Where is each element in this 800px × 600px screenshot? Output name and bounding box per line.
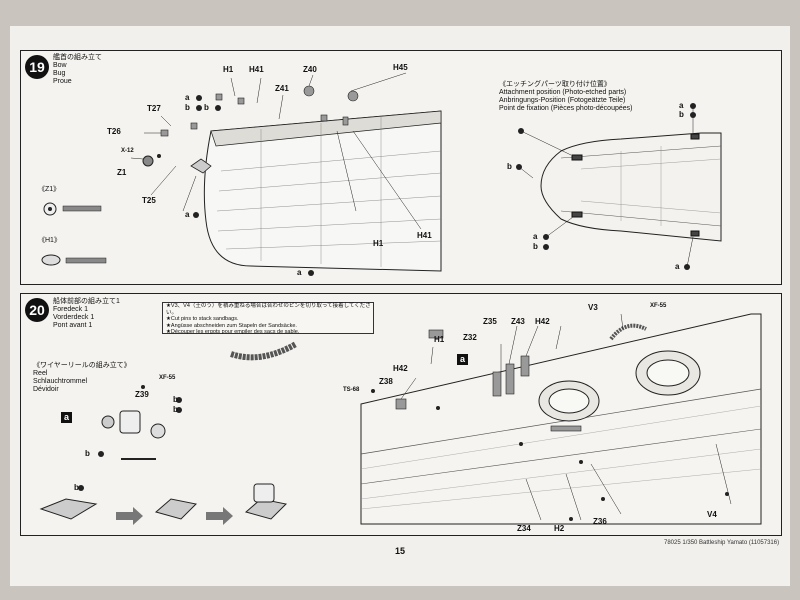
part-label: b	[185, 103, 190, 112]
reel-title-de: Schlauchtrommel	[33, 378, 88, 385]
attach-note-de: Anbringungs-Position (Fotogeätzte Teile)	[499, 97, 626, 104]
part-label: H45	[393, 63, 408, 72]
step-number-badge: 19	[25, 55, 49, 79]
part-label: V4	[707, 510, 717, 519]
step-title-jp: 艦首の組み立て	[53, 54, 102, 61]
step-title-fr: Proue	[53, 78, 72, 85]
part-label: XF-55	[159, 375, 176, 381]
step-number-badge: 20	[25, 298, 49, 322]
note-line: ★V3、V4（土のう）を積み重ねる場合は合わせのピンを切り取って接着してください…	[166, 303, 371, 316]
reel-title-en: Reel	[33, 370, 48, 377]
part-label: b	[507, 162, 512, 171]
page-number: 15	[395, 546, 406, 556]
bow-assembly-drawing	[41, 72, 722, 276]
step-title-jp: 船体前部の組み立て1	[53, 298, 120, 305]
part-label: b	[679, 110, 684, 119]
part-label: Z32	[463, 333, 477, 342]
note-line: ★Cut pins to stack sandbags.	[166, 316, 239, 322]
part-label: Z43	[511, 317, 525, 326]
part-label: b	[173, 405, 178, 414]
part-label: H2	[554, 524, 565, 533]
part-label: b	[204, 103, 209, 112]
part-label: Z35	[483, 317, 497, 326]
sandbag-note-box: ★V3、V4（土のう）を積み重ねる場合は合わせのピンを切り取って接着してください…	[162, 302, 374, 335]
sprue-a-marker: a	[61, 412, 72, 423]
attach-note-en: Attachment position (Photo-etched parts)	[499, 89, 627, 96]
step-title-de: Vorderdeck 1	[53, 314, 95, 321]
footer-model-code: 78025 1/350 Battleship Yamato (11057316)	[664, 540, 780, 546]
attach-note-fr: Point de fixation (Pièces photo-découpée…	[499, 105, 633, 112]
part-label: H1	[373, 239, 384, 248]
reel-title-fr: Dévidoir	[33, 386, 59, 393]
part-label: a	[679, 101, 684, 110]
part-label: b	[173, 395, 178, 404]
part-label: H42	[393, 364, 408, 373]
step-title-en: Bow	[53, 62, 67, 69]
detail-h1-label: 《H1》	[38, 237, 61, 244]
part-label: XF-55	[650, 303, 667, 309]
part-label: TS-68	[343, 387, 360, 393]
part-label: H41	[249, 65, 264, 74]
part-label: Z38	[379, 377, 393, 386]
part-label: T27	[147, 104, 161, 113]
step-19-panel: 19 艦首の組み立て Bow Bug Proue	[20, 50, 782, 285]
part-label: Z40	[303, 65, 317, 74]
part-label: a	[185, 93, 190, 102]
part-label: T26	[107, 127, 121, 136]
part-label: T25	[142, 196, 156, 205]
part-label: X-12	[121, 148, 134, 154]
step-title-de: Bug	[53, 70, 66, 77]
reel-title-jp: 《ワイヤーリールの組み立て》	[33, 362, 131, 369]
part-label: Z36	[593, 517, 607, 526]
part-label: Z39	[135, 390, 149, 399]
part-label: Z1	[117, 168, 127, 177]
step-title-en: Foredeck 1	[53, 306, 89, 313]
part-label: Z34	[517, 524, 531, 533]
part-label: a	[675, 262, 680, 271]
part-label: H41	[417, 231, 432, 240]
step-title-fr: Pont avant 1	[53, 322, 93, 329]
part-label: Z41	[275, 84, 289, 93]
part-label: b	[74, 483, 79, 492]
part-label: a	[533, 232, 538, 241]
forward-deck-drawing	[39, 313, 762, 525]
part-label: H1	[223, 65, 234, 74]
part-label: a	[185, 210, 190, 219]
step-20-panel: 20 船体前部の組み立て1 Foredeck 1 Vorderdeck 1 Po…	[20, 293, 782, 536]
part-label: b	[85, 449, 90, 458]
note-line: ★Angüsse abschneiden zum Stapeln der San…	[166, 322, 297, 329]
note-line: ★Découper les ergots pour empiler des sa…	[166, 329, 300, 335]
sprue-a-marker: a	[457, 354, 468, 365]
attach-note-jp: 《エッチングパーツ取り付け位置》	[499, 81, 611, 88]
part-label: a	[297, 268, 302, 277]
part-label: V3	[588, 303, 598, 312]
part-label: H1	[434, 335, 445, 344]
detail-z1-label: 《Z1》	[38, 186, 61, 193]
part-label: H42	[535, 317, 550, 326]
part-label: b	[533, 242, 538, 251]
